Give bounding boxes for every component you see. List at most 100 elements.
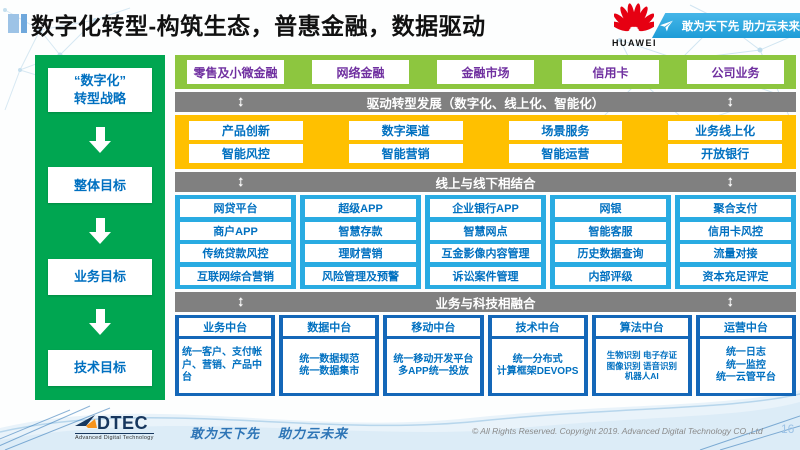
huawei-logo-text: HUAWEI	[612, 38, 657, 48]
platform-column: 网银 智能客服 历史数据查询 内部评级	[550, 195, 671, 289]
platform-item: 信用卡风控	[680, 221, 791, 240]
down-arrow-icon	[89, 295, 111, 350]
flow-step-label: “数字化”	[73, 73, 126, 89]
business-line-item: 金融市场	[437, 60, 534, 84]
platform-column: 超级APP 智慧存款 理财营销 风险管理及预警	[300, 195, 421, 289]
capability-row: 产品创新 数字渠道 场景服务 业务线上化	[189, 121, 782, 140]
flow-step-tech-goal: 技术目标	[48, 349, 152, 386]
middle-platform-detail-line: 统一云管平台	[715, 372, 776, 384]
middle-platform-detail-line: 统一监控	[725, 359, 766, 371]
middle-platform-detail-line: 计算框架DEVOPS	[496, 366, 579, 377]
connector-bar-business-tech: ↕ 业务与科技相融合 ↕	[175, 292, 796, 312]
capability-item: 智能运营	[508, 144, 623, 163]
platform-item: 网银	[555, 199, 666, 217]
flow-step-overall-goal: 整体目标	[48, 167, 152, 204]
middle-platform-title: 移动中台	[387, 318, 480, 336]
middle-platform-detail-line: 图像识别 语音识别	[606, 360, 677, 371]
platform-item: 诉讼案件管理	[430, 266, 541, 285]
flow-step-label: 业务目标	[73, 268, 126, 284]
flow-step-label: 转型战略	[73, 91, 126, 106]
capability-item: 业务线上化	[668, 121, 782, 140]
footer-slogan-part2: 助力云未来	[278, 426, 349, 441]
middle-platform-detail: 统一日志 统一监控 统一云管平台	[699, 339, 793, 393]
middle-platform-column: 移动中台 统一移动开发平台 多APP统一投放	[383, 315, 484, 396]
middle-platform-title: 数据中台	[283, 318, 376, 336]
connector-bar-label: 驱动转型发展（数字化、线上化、智能化）	[366, 96, 605, 111]
business-line-item: 信用卡	[562, 60, 659, 84]
connector-bar-drive-transformation: ↕ 驱动转型发展（数字化、线上化、智能化） ↕	[175, 92, 796, 112]
title-accent-marker	[8, 14, 27, 33]
capability-item: 场景服务	[508, 121, 623, 140]
flow-step-label: 技术目标	[73, 360, 126, 376]
up-down-arrow-icon: ↕	[726, 293, 735, 310]
middle-platform-column: 运营中台 统一日志 统一监控 统一云管平台	[695, 315, 797, 396]
platform-item: 聚合支付	[680, 199, 791, 217]
platform-column: 网贷平台 商户APP 传统贷款风控 互联网综合营销	[175, 195, 296, 289]
platform-item: 理财营销	[305, 244, 416, 263]
capability-item: 智能风控	[189, 144, 303, 163]
middle-platform-title: 技术中台	[491, 318, 584, 336]
middle-platform-title: 算法中台	[595, 318, 688, 336]
middle-platform-detail-line: 统一客户、支付帐户、营销、产品中台	[182, 347, 262, 384]
capability-item: 产品创新	[189, 121, 303, 140]
adtec-logo-subtext: Advanced Digital Technology	[75, 433, 154, 441]
down-arrow-icon	[89, 203, 111, 258]
platform-item: 互金影像内容管理	[430, 244, 541, 263]
middle-platform-column: 技术中台 统一分布式 计算框架DEVOPS	[487, 315, 588, 396]
middle-platform-detail-line: 统一日志	[725, 347, 766, 359]
flow-step-business-goal: 业务目标	[48, 258, 152, 295]
platform-item: 超级APP	[305, 199, 416, 217]
paper-plane-icon	[660, 20, 674, 31]
platform-item: 互联网综合营销	[180, 266, 291, 285]
up-down-arrow-icon: ↕	[726, 173, 735, 190]
platform-item: 智能客服	[555, 221, 666, 240]
adtec-logo-text: DTEC	[97, 413, 148, 433]
connector-bar-label: 业务与科技相融合	[435, 296, 536, 311]
platform-item: 资本充足评定	[680, 266, 791, 285]
business-line-item: 零售及小微金融	[187, 60, 284, 84]
up-down-arrow-icon: ↕	[237, 93, 245, 110]
page-title: 数字化转型-构筑生态，普惠金融，数据驱动	[31, 13, 486, 39]
connector-bar-label: 线上与线下相结合	[435, 176, 536, 191]
middle-platform-detail-line: 统一移动开发平台	[393, 353, 474, 365]
middle-platform-detail-line: 统一数据规范	[299, 353, 360, 365]
middle-platform-detail: 统一移动开发平台 多APP统一投放	[387, 339, 480, 393]
platform-item: 风险管理及预警	[305, 266, 416, 285]
middle-platform-detail: 统一数据规范 统一数据集市	[283, 339, 376, 393]
copyright-text: © All Rights Reserved. Copyright 2019. A…	[472, 426, 763, 436]
flow-step-strategy: “数字化” 转型战略	[48, 68, 152, 112]
strategy-flow-panel: “数字化” 转型战略 整体目标 业务目标 技术目标	[35, 55, 165, 400]
middle-platform-detail: 统一客户、支付帐户、营销、产品中台	[179, 339, 272, 393]
platform-column: 企业银行APP 智慧网点 互金影像内容管理 诉讼案件管理	[425, 195, 546, 289]
platform-grid-section: 网贷平台 商户APP 传统贷款风控 互联网综合营销 超级APP 智慧存款 理财营…	[175, 195, 796, 289]
platform-item: 传统贷款风控	[180, 244, 291, 263]
up-down-arrow-icon: ↕	[237, 173, 245, 190]
middle-platform-detail-line: 统一数据集市	[299, 366, 360, 377]
capability-item: 智能营销	[348, 144, 463, 163]
middle-platform-column: 数据中台 统一数据规范 统一数据集市	[279, 315, 380, 396]
middle-platform-detail-line: 生物识别 电子存证	[606, 350, 677, 361]
middle-platform-column: 算法中台 生物识别 电子存证 图像识别 语音识别 机器人AI	[591, 315, 692, 396]
capability-item: 开放银行	[668, 144, 782, 163]
platform-item: 商户APP	[180, 221, 291, 240]
platform-column: 聚合支付 信用卡风控 流量对接 资本充足评定	[675, 195, 796, 289]
capability-section: 产品创新 数字渠道 场景服务 业务线上化 智能风控 智能营销 智能运营 开放银行	[175, 115, 796, 169]
huawei-flower-icon	[610, 3, 658, 32]
middle-platform-detail-line: 统一分布式	[512, 353, 563, 365]
platform-item: 企业银行APP	[430, 199, 541, 217]
adtec-arrow-icon	[75, 415, 97, 428]
platform-item: 内部评级	[555, 266, 666, 285]
capability-item: 数字渠道	[348, 121, 463, 140]
flow-step-label: 整体目标	[73, 177, 126, 193]
footer-slogan-part1: 敢为天下先	[190, 426, 261, 441]
middle-platform-title: 业务中台	[179, 318, 272, 336]
capability-row: 智能风控 智能营销 智能运营 开放银行	[189, 144, 782, 163]
connector-bar-online-offline: ↕ 线上与线下相结合 ↕	[175, 172, 796, 192]
platform-item: 历史数据查询	[555, 244, 666, 263]
platform-item: 智慧存款	[305, 221, 416, 240]
middle-platform-title: 运营中台	[699, 318, 793, 336]
business-line-item: 公司业务	[687, 60, 784, 84]
up-down-arrow-icon: ↕	[237, 293, 245, 310]
middle-platform-detail-line: 机器人AI	[624, 371, 659, 382]
middle-platform-detail: 统一分布式 计算框架DEVOPS	[491, 339, 584, 393]
